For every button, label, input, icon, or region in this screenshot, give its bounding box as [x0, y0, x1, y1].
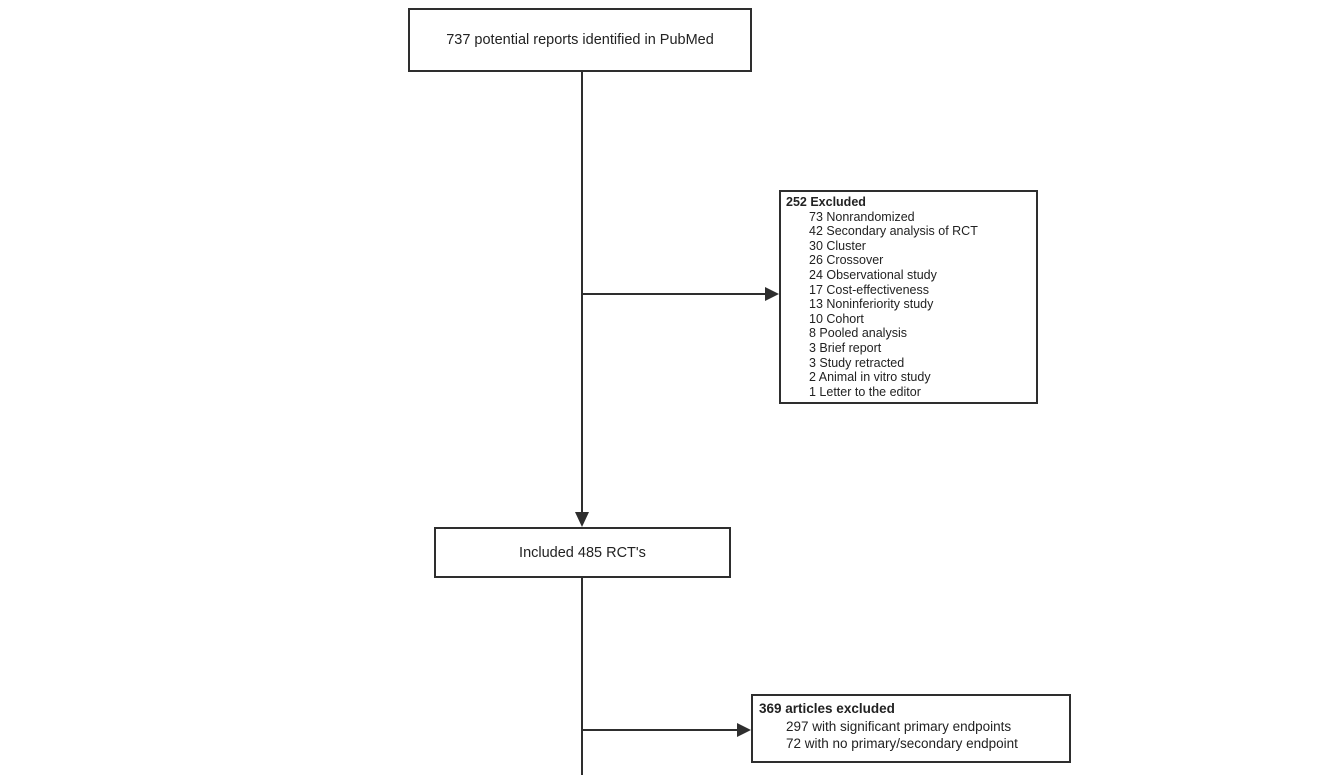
- list-item: 297 with significant primary endpoints: [786, 718, 1012, 734]
- list-item: 1 Letter to the editor: [809, 384, 921, 399]
- arrowhead-right-icon: [765, 287, 779, 301]
- list-item: 2 Animal in vitro study: [809, 370, 931, 385]
- node-identified-text: 737 potential reports identified in PubM…: [446, 32, 714, 48]
- node-included-text: Included 485 RCT's: [519, 544, 646, 561]
- node-excluded-pubmed: 252 Excluded 73 Nonrandomized 42 Seconda…: [779, 190, 1038, 404]
- list-item: 26 Crossover: [809, 253, 884, 268]
- list-item: 42 Secondary analysis of RCT: [809, 224, 978, 239]
- list-item: 73 Nonrandomized: [809, 209, 915, 224]
- list-item: 10 Cohort: [809, 311, 864, 326]
- node-excluded-pubmed-title: 252 Excluded: [786, 195, 866, 209]
- arrowhead-right-icon: [737, 723, 751, 737]
- node-excluded-articles: 369 articles excluded 297 with significa…: [751, 694, 1071, 763]
- list-item: 30 Cluster: [809, 238, 866, 253]
- node-excluded-articles-title: 369 articles excluded: [759, 701, 895, 716]
- list-item: 3 Study retracted: [809, 355, 905, 370]
- connector-included-down: [581, 578, 583, 775]
- arrowhead-down-icon: [575, 512, 589, 527]
- list-item: 8 Pooled analysis: [809, 326, 907, 341]
- connector-to-excluded-pubmed: [581, 293, 766, 295]
- node-identified-reports: 737 potential reports identified in PubM…: [408, 8, 752, 72]
- connector-to-excluded-articles: [581, 729, 738, 731]
- list-item: 72 with no primary/secondary endpoint: [786, 736, 1018, 751]
- list-item: 17 Cost-effectiveness: [809, 282, 929, 297]
- list-item: 13 Noninferiority study: [809, 297, 934, 312]
- list-item: 3 Brief report: [809, 340, 882, 355]
- connector-identified-to-included: [581, 72, 583, 513]
- node-included-rcts: Included 485 RCT's: [434, 527, 731, 578]
- list-item: 24 Observational study: [809, 267, 937, 282]
